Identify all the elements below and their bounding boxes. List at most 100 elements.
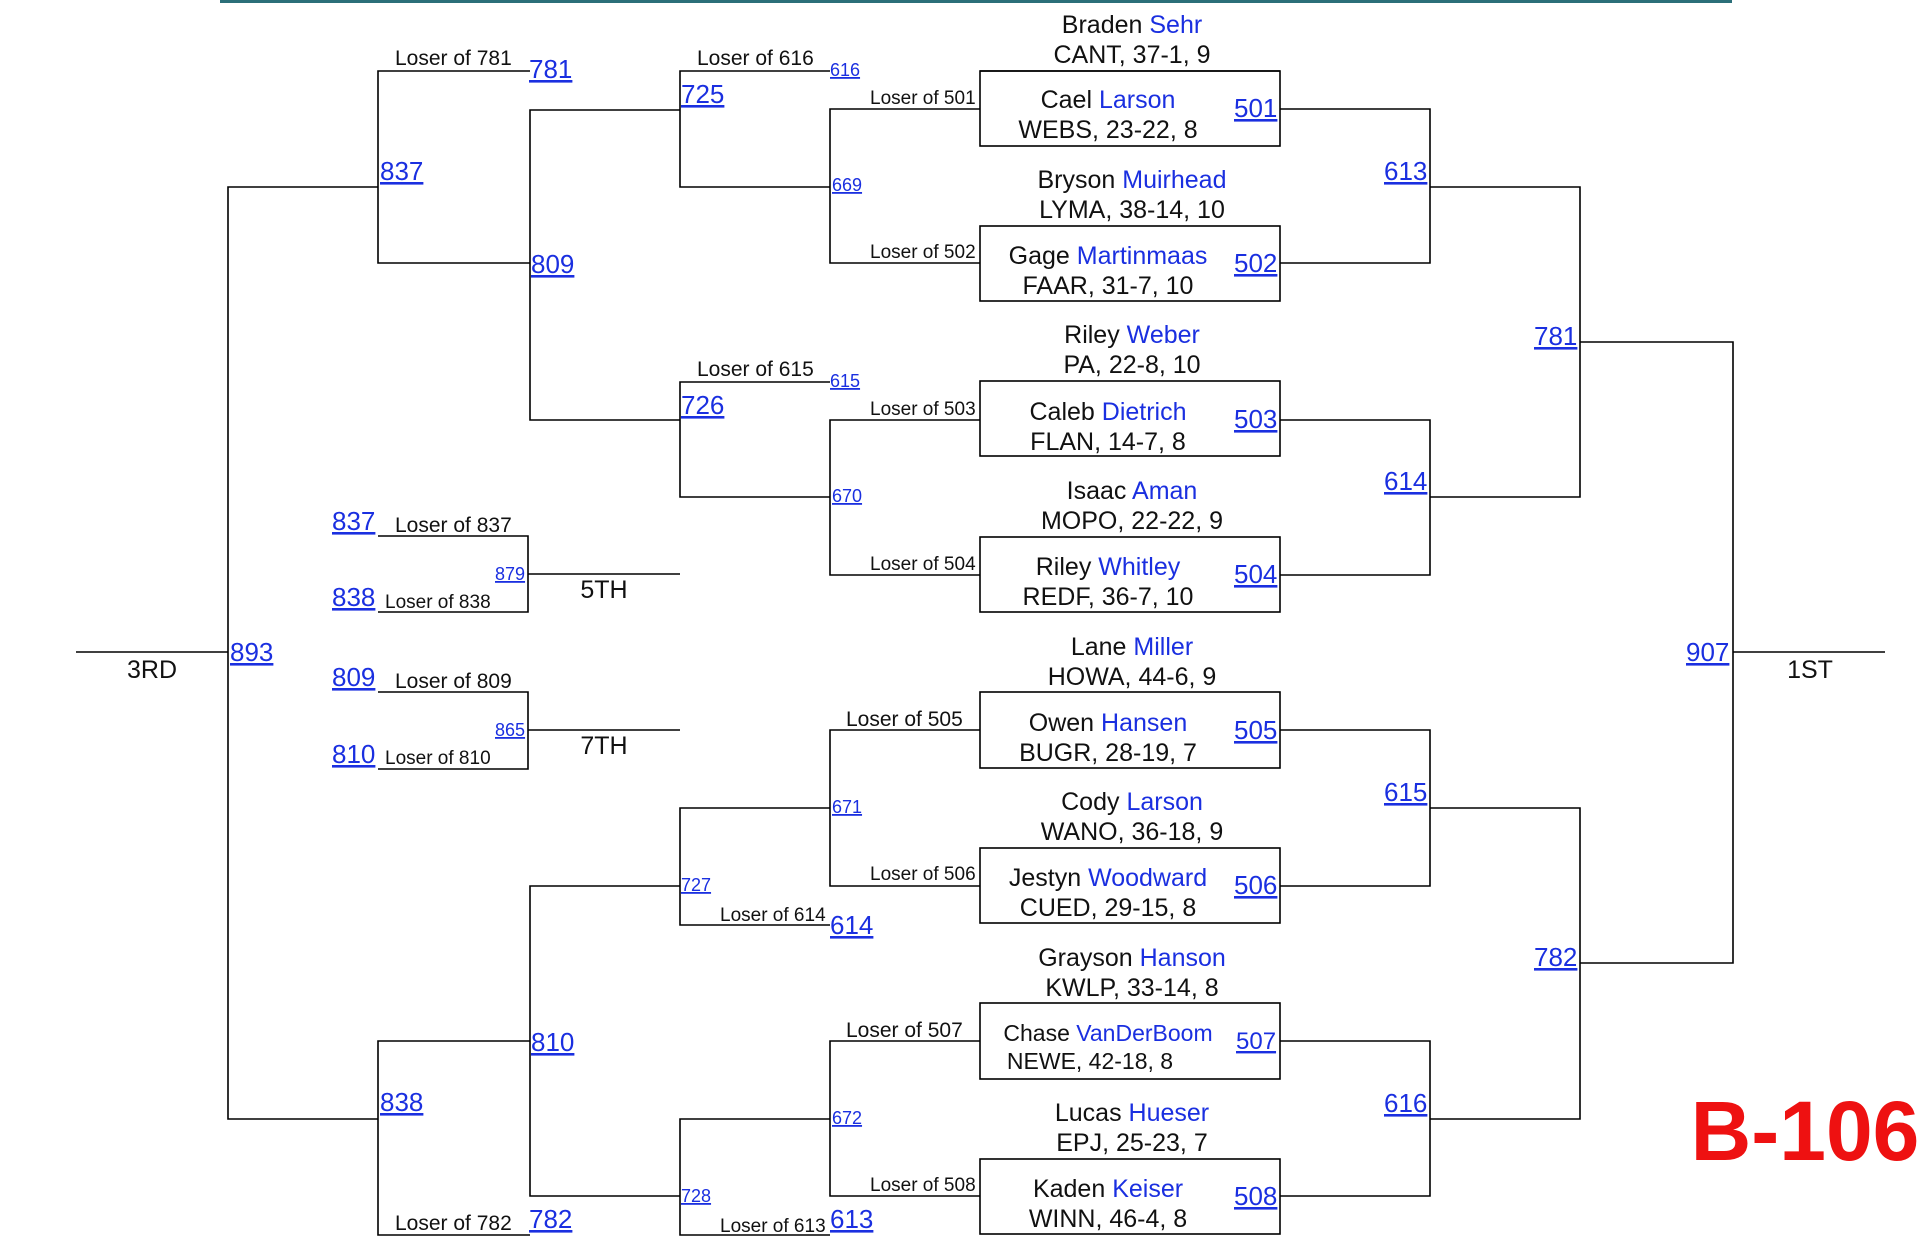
loser-of-502-label: Loser of 502: [870, 242, 976, 263]
bout-907-link[interactable]: 907: [1686, 637, 1729, 667]
bout-503-link[interactable]: 503: [1234, 404, 1277, 434]
bout-506-link[interactable]: 506: [1234, 870, 1277, 900]
wrestler-8-link[interactable]: Whitley: [1098, 553, 1180, 581]
bout-672-link[interactable]: 672: [832, 1108, 862, 1128]
wrestler-12-link[interactable]: Woodward: [1088, 864, 1207, 892]
wrestler-14-name: Chase VanDerBoom: [1003, 1020, 1212, 1046]
bout-507-link[interactable]: 507: [1236, 1028, 1276, 1055]
connectors-right: [1280, 108, 1734, 1197]
bout-782-source-link[interactable]: 782: [529, 1204, 572, 1234]
wrestler-6-info: FLAN, 14-7, 8: [1030, 428, 1186, 456]
loser-of-504-label: Loser of 504: [870, 554, 976, 575]
bout-502-link[interactable]: 502: [1234, 248, 1277, 278]
wrestler-2-info: WEBS, 23-22, 8: [1018, 116, 1197, 144]
place-1st-label: 1ST: [1787, 656, 1833, 684]
bout-508-link[interactable]: 508: [1234, 1181, 1277, 1211]
bout-504-link[interactable]: 504: [1234, 559, 1277, 589]
wrestler-15-link[interactable]: Hueser: [1129, 1099, 1210, 1127]
loser-of-613-label: Loser of 613: [720, 1216, 826, 1237]
loser-of-837-label: Loser of 837: [395, 514, 512, 537]
wrestler-12-name: Jestyn Woodward: [1009, 864, 1207, 892]
bout-809-source-link[interactable]: 809: [332, 662, 375, 692]
place-7th-label: 7TH: [580, 732, 627, 760]
bout-879-link[interactable]: 879: [495, 564, 525, 584]
wrestler-11-name: Cody Larson: [1061, 788, 1203, 816]
loser-of-838-label: Loser of 838: [385, 592, 491, 613]
wrestler-14-info: NEWE, 42-18, 8: [1007, 1048, 1173, 1074]
wrestler-1-link[interactable]: Sehr: [1149, 11, 1202, 39]
wrestler-10-info: BUGR, 28-19, 7: [1019, 739, 1197, 767]
bout-809-link[interactable]: 809: [531, 249, 574, 279]
bout-781-link[interactable]: 781: [1534, 321, 1577, 351]
place-5th-label: 5TH: [580, 576, 627, 604]
bout-727-link[interactable]: 727: [681, 875, 711, 895]
bout-669-link[interactable]: 669: [832, 175, 862, 195]
bout-615-source-link[interactable]: 615: [830, 371, 860, 391]
bout-837-source-link[interactable]: 837: [332, 506, 375, 536]
wrestler-11-info: WANO, 36-18, 9: [1041, 818, 1223, 846]
wrestler-16-info: WINN, 46-4, 8: [1029, 1205, 1187, 1233]
bout-781-source-link[interactable]: 781: [529, 54, 572, 84]
bout-670-link[interactable]: 670: [832, 486, 862, 506]
wrestler-10-link[interactable]: Hansen: [1101, 709, 1187, 737]
bout-725-link[interactable]: 725: [681, 79, 724, 109]
wrestler-11-link[interactable]: Larson: [1126, 788, 1202, 816]
wrestler-14-link[interactable]: VanDerBoom: [1076, 1020, 1212, 1046]
bout-616-link[interactable]: 616: [1384, 1088, 1427, 1118]
wrestler-15-info: EPJ, 25-23, 7: [1056, 1129, 1207, 1157]
wrestler-4-link[interactable]: Martinmaas: [1077, 242, 1208, 270]
wrestler-3-link[interactable]: Muirhead: [1122, 166, 1226, 194]
bout-615-link[interactable]: 615: [1384, 777, 1427, 807]
match-box-503: [979, 380, 1281, 457]
bout-838-link[interactable]: 838: [380, 1087, 423, 1117]
bout-614-source-link[interactable]: 614: [830, 910, 873, 940]
wrestler-9-link[interactable]: Miller: [1133, 633, 1193, 661]
loser-of-505-label: Loser of 505: [846, 708, 963, 731]
bout-838-source-link[interactable]: 838: [332, 582, 375, 612]
bout-810-source-link[interactable]: 810: [332, 739, 375, 769]
wrestler-15-name: Lucas Hueser: [1055, 1099, 1209, 1127]
wrestler-7-link[interactable]: Aman: [1132, 477, 1197, 505]
wrestler-13-info: KWLP, 33-14, 8: [1045, 974, 1218, 1002]
bout-613-link[interactable]: 613: [1384, 156, 1427, 186]
bout-671-link[interactable]: 671: [832, 797, 862, 817]
wrestler-16-link[interactable]: Keiser: [1112, 1175, 1183, 1203]
wrestler-4-info: FAAR, 31-7, 10: [1023, 272, 1194, 300]
bout-614-link[interactable]: 614: [1384, 466, 1427, 496]
wrestler-3-name: Bryson Muirhead: [1038, 166, 1227, 194]
bout-613-source-link[interactable]: 613: [830, 1204, 873, 1234]
wrestler-6-link[interactable]: Dietrich: [1102, 398, 1187, 426]
bout-865-link[interactable]: 865: [495, 720, 525, 740]
top-border-bar: [220, 0, 1732, 3]
wrestler-9-name: Lane Miller: [1071, 633, 1193, 661]
wrestler-10-name: Owen Hansen: [1029, 709, 1187, 737]
bout-726-link[interactable]: 726: [681, 390, 724, 420]
loser-of-615-label: Loser of 615: [697, 358, 814, 381]
bout-728-link[interactable]: 728: [681, 1186, 711, 1206]
wrestler-8-name: Riley Whitley: [1036, 553, 1181, 581]
bracket-code-label: B-106: [1691, 1084, 1920, 1178]
loser-of-508-label: Loser of 508: [870, 1175, 976, 1196]
connectors-left: [76, 70, 980, 1236]
wrestler-4-name: Gage Martinmaas: [1009, 242, 1208, 270]
bout-893-link[interactable]: 893: [230, 637, 273, 667]
wrestler-7-info: MOPO, 22-22, 9: [1041, 507, 1223, 535]
bout-616-source-link[interactable]: 616: [830, 60, 860, 80]
loser-of-781-label: Loser of 781: [395, 47, 512, 70]
bout-505-link[interactable]: 505: [1234, 715, 1277, 745]
wrestler-13-link[interactable]: Hanson: [1140, 944, 1226, 972]
wrestler-2-name: Cael Larson: [1041, 86, 1176, 114]
wrestler-6-name: Caleb Dietrich: [1029, 398, 1186, 426]
bout-837-link[interactable]: 837: [380, 156, 423, 186]
bout-501-link[interactable]: 501: [1234, 93, 1277, 123]
loser-of-507-label: Loser of 507: [846, 1019, 963, 1042]
loser-of-782-label: Loser of 782: [395, 1212, 512, 1235]
bout-810-link[interactable]: 810: [531, 1027, 574, 1057]
wrestler-7-name: Isaac Aman: [1067, 477, 1198, 505]
bout-782-link[interactable]: 782: [1534, 942, 1577, 972]
wrestler-2-link[interactable]: Larson: [1099, 86, 1175, 114]
loser-of-503-label: Loser of 503: [870, 399, 976, 420]
wrestler-3-info: LYMA, 38-14, 10: [1039, 196, 1225, 224]
wrestler-5-link[interactable]: Weber: [1127, 321, 1200, 349]
